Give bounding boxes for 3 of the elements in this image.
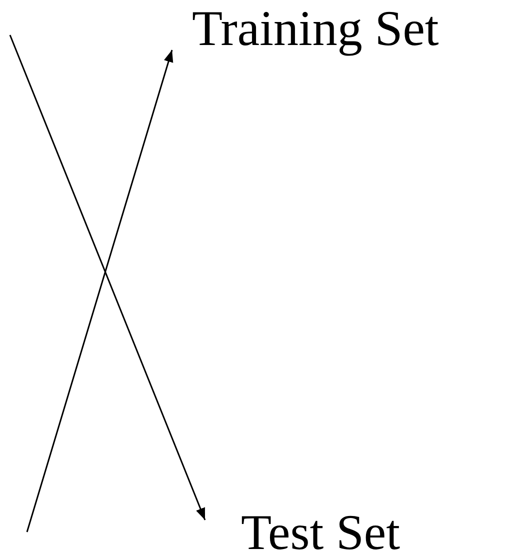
node-label: Test Set (241, 507, 400, 557)
arrow (26, 50, 174, 532)
arrow (9, 34, 206, 520)
